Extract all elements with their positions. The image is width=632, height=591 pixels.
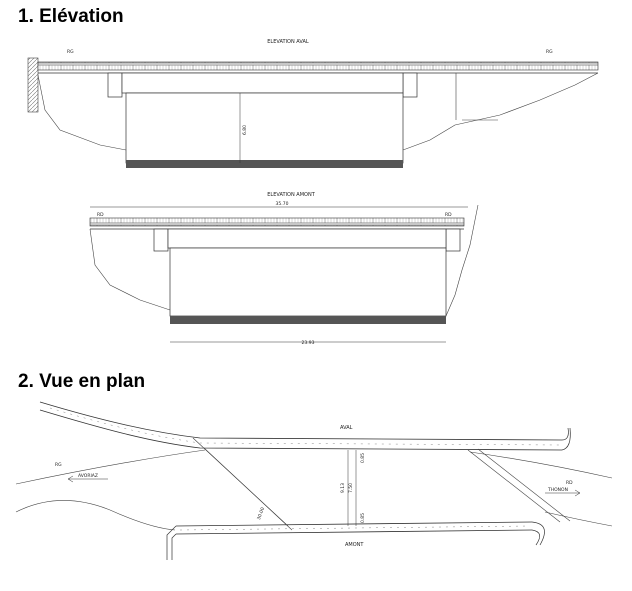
terrain-right: [402, 72, 599, 151]
direction-right-label: THONON: [547, 487, 568, 493]
elevation-aval-right-bank: RG: [546, 49, 553, 55]
bank-line-left-lower: [15, 500, 176, 531]
amont-right-curve-2: [531, 529, 541, 546]
section-title-elevation: 1. Elévation: [18, 6, 124, 27]
bearing-left-amont: [153, 228, 169, 252]
amont-railing: [179, 525, 531, 531]
section-title-plan: 2. Vue en plan: [18, 371, 146, 392]
bank-line-right-lower: [544, 511, 613, 527]
plan-right-bank-label: RD: [566, 480, 573, 486]
amont-right-curve: [531, 521, 545, 546]
culvert-wall-left-2: [203, 447, 293, 531]
amont-label: AMONT: [345, 542, 364, 548]
bank-line-left: [15, 449, 206, 485]
direction-left-label: AVORIAZ: [78, 473, 98, 479]
beam: [121, 72, 404, 94]
span-dim-label: 35.70: [276, 201, 289, 207]
bearing-right-amont: [445, 228, 461, 252]
amont-left-return: [166, 525, 177, 560]
railing-aval: [37, 61, 599, 71]
bank-line-right: [469, 451, 613, 479]
culvert-wall-right: [467, 449, 561, 523]
aval-edge-bottom: [39, 409, 563, 451]
plan-bank-label: RG: [55, 462, 62, 468]
elevation-amont-title: ELEVATION AMONT: [267, 192, 315, 198]
railing-amont: [89, 217, 465, 227]
amont-edge-top: [175, 521, 533, 527]
elevation-amont-right-bank: RD: [445, 212, 452, 218]
plan-view: AVAL AMONT 0.85 9.13 7.50 0.85 30.00 RG …: [15, 401, 613, 560]
culvert-invert-amont: [170, 316, 446, 324]
culvert-wall-right-2: [477, 448, 571, 522]
base-dim-label: 23.93: [302, 340, 315, 346]
beam-amont: [167, 228, 447, 249]
abutment-wall: [27, 57, 39, 113]
dim-bottom-label: 0.85: [360, 513, 366, 523]
elevation-amont: ELEVATION AMONT 35.70 RD RD 23.93: [89, 192, 479, 346]
dim-mid-b-label: 7.50: [348, 483, 354, 493]
terrain-left: [37, 74, 127, 151]
elevation-aval: ELEVATION AVAL RG RG 6.80: [27, 39, 599, 168]
dim-top-label: 0.85: [360, 453, 366, 463]
culvert-amont: [169, 247, 447, 317]
height-dim-label: 6.80: [242, 125, 248, 135]
aval-end-curve: [561, 427, 569, 441]
arrow-left-icon: [67, 475, 74, 483]
bearing-left: [107, 72, 123, 98]
amont-left-return-2: [171, 533, 177, 560]
culvert-opening: [125, 92, 404, 164]
aval-label: AVAL: [340, 425, 353, 431]
terrain-right-amont: [445, 204, 479, 317]
terrain-left-amont: [89, 228, 171, 311]
culvert-invert: [126, 160, 403, 168]
bearing-right: [402, 72, 418, 98]
aval-end-curve-2: [561, 427, 571, 451]
arrow-right-icon: [574, 489, 581, 497]
elevation-aval-left-bank: RG: [67, 49, 74, 55]
aval-edge-top: [39, 401, 563, 441]
elevation-amont-left-bank: RD: [97, 212, 104, 218]
elevation-aval-title: ELEVATION AVAL: [267, 39, 309, 45]
dim-mid-a-label: 9.13: [340, 483, 346, 493]
dim-small-label: 30.00: [256, 506, 266, 520]
amont-edge-bottom: [175, 529, 533, 535]
